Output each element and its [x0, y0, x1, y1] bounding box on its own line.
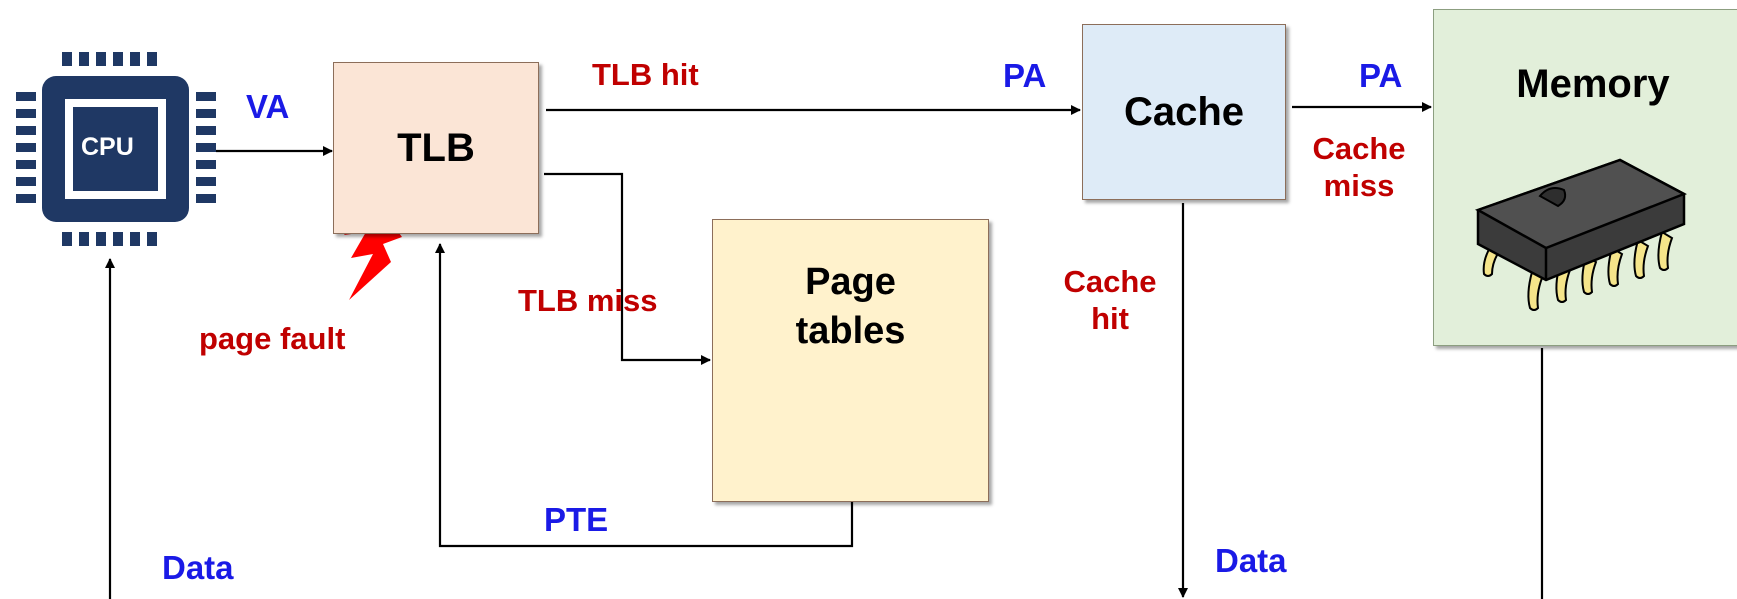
tlb-hit-label: TLB hit [592, 57, 699, 92]
cache-box: Cache [1082, 24, 1286, 200]
data-from-cache-label: Data [1215, 542, 1287, 579]
pte-arrow [435, 243, 854, 548]
memory-chip-icon [1474, 158, 1687, 311]
pte-label: PTE [544, 501, 609, 538]
va-label: VA [246, 88, 290, 125]
page-tables-label-line1: Page [805, 261, 896, 303]
cache-label: Cache [1123, 89, 1245, 134]
cache-hit-label: Cache hit [1063, 264, 1157, 337]
page-tables-label-line2: tables [795, 310, 906, 353]
cpu-chip-icon [16, 52, 216, 246]
tlb-box: TLB [333, 62, 539, 234]
tlb-label: TLB [397, 125, 475, 170]
data-to-cpu-label: Data [162, 549, 234, 586]
pa-to-memory-label: PA [1359, 57, 1403, 94]
cpu-label: CPU [81, 133, 134, 161]
memory-label: Memory [1516, 62, 1670, 106]
tlb-miss-label: TLB miss [518, 283, 658, 318]
tlb-miss-arrow [544, 172, 711, 365]
page-tables-box: Page tables [712, 219, 989, 502]
cache-miss-label: Cache miss [1312, 131, 1406, 204]
pa-to-cache-label: PA [1003, 57, 1047, 94]
page-fault-label: page fault [199, 321, 346, 356]
